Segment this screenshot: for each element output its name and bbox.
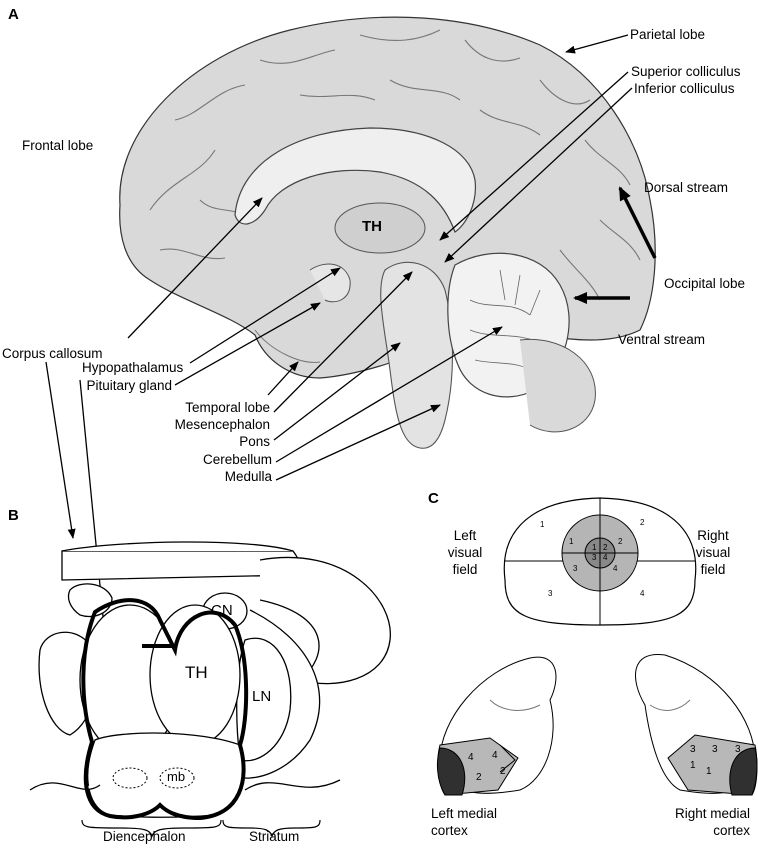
label-cerebellum: Cerebellum bbox=[202, 452, 272, 467]
label-th-sagittal: TH bbox=[362, 218, 382, 235]
label-parietal-lobe: Parietal lobe bbox=[630, 27, 706, 42]
left-cortex-num-3: 2 bbox=[476, 772, 482, 783]
thalamus bbox=[334, 202, 426, 254]
mammillary-right bbox=[159, 767, 195, 789]
field-middle-3: 3 bbox=[573, 564, 578, 573]
label-striatum: Striatum bbox=[249, 829, 300, 844]
left-medial-cortex-drawing bbox=[436, 656, 557, 796]
field-inner-1: 1 bbox=[592, 543, 597, 552]
label-dorsal-stream: Dorsal stream bbox=[644, 180, 729, 195]
brainstem bbox=[380, 261, 454, 449]
field-middle-1: 1 bbox=[569, 537, 574, 546]
right-cortex-num-5: 1 bbox=[706, 766, 712, 777]
field-inner-2: 2 bbox=[603, 543, 608, 552]
field-outer-1: 1 bbox=[540, 520, 545, 529]
label-corpus-callosum: Corpus callosum bbox=[2, 346, 103, 361]
left-cortex-num-2: 4 bbox=[492, 750, 498, 761]
panel-c-label: C bbox=[428, 490, 439, 507]
label-ventral-stream: Ventral stream bbox=[618, 332, 706, 347]
label-th-coronal: TH bbox=[185, 663, 208, 682]
diencephalon-brace bbox=[81, 819, 222, 838]
label-medulla: Medulla bbox=[224, 469, 272, 484]
left-cortex-num-4: 2 bbox=[500, 766, 506, 777]
field-inner-3: 3 bbox=[592, 553, 597, 562]
label-cn: CN bbox=[211, 602, 233, 619]
striatum-brace bbox=[222, 819, 321, 838]
field-outer-3: 3 bbox=[548, 589, 553, 598]
label-temporal-lobe-text: Temporal lobe bbox=[185, 400, 270, 415]
field-outer-4: 4 bbox=[640, 589, 645, 598]
left-cortex-num-1: 4 bbox=[468, 752, 474, 763]
label-ln: LN bbox=[252, 688, 272, 705]
label-mesencephalon: Mesencephalon bbox=[174, 417, 270, 432]
corpus-callosum bbox=[234, 127, 477, 233]
label-frontal-lobe: Frontal lobe bbox=[22, 138, 94, 153]
label-occipital-lobe: Occipital lobe bbox=[664, 276, 746, 291]
visual-field-map bbox=[503, 497, 697, 626]
label-inferior-colliculus: Inferior colliculus bbox=[634, 81, 735, 96]
field-middle-2: 2 bbox=[618, 537, 623, 546]
mammillary-left bbox=[112, 767, 148, 789]
right-cortex-num-2: 3 bbox=[712, 744, 718, 755]
sagittal-brain bbox=[119, 16, 656, 449]
coronal-schematic bbox=[29, 541, 391, 818]
right-cortex-num-3: 3 bbox=[735, 744, 741, 755]
label-pituitary-gland: Pituitary gland bbox=[86, 378, 172, 393]
right-cortex-num-1: 3 bbox=[690, 744, 696, 755]
label-mb: mb bbox=[167, 769, 186, 784]
panel-a-label: A bbox=[8, 6, 19, 23]
right-medial-cortex-drawing bbox=[634, 654, 758, 796]
field-middle-4: 4 bbox=[613, 564, 618, 573]
label-diencephalon: Diencephalon bbox=[103, 829, 186, 844]
panel-b-label: B bbox=[8, 507, 19, 524]
label-hypothalamus: Hypopathalamus bbox=[82, 360, 184, 375]
right-cortex-num-4: 1 bbox=[690, 760, 696, 771]
field-outer-2: 2 bbox=[640, 518, 645, 527]
diencephalon-outline bbox=[81, 598, 249, 821]
label-superior-colliculus: Superior colliculus bbox=[631, 64, 741, 79]
field-inner-4: 4 bbox=[603, 553, 608, 562]
label-pons: Pons bbox=[239, 434, 270, 449]
